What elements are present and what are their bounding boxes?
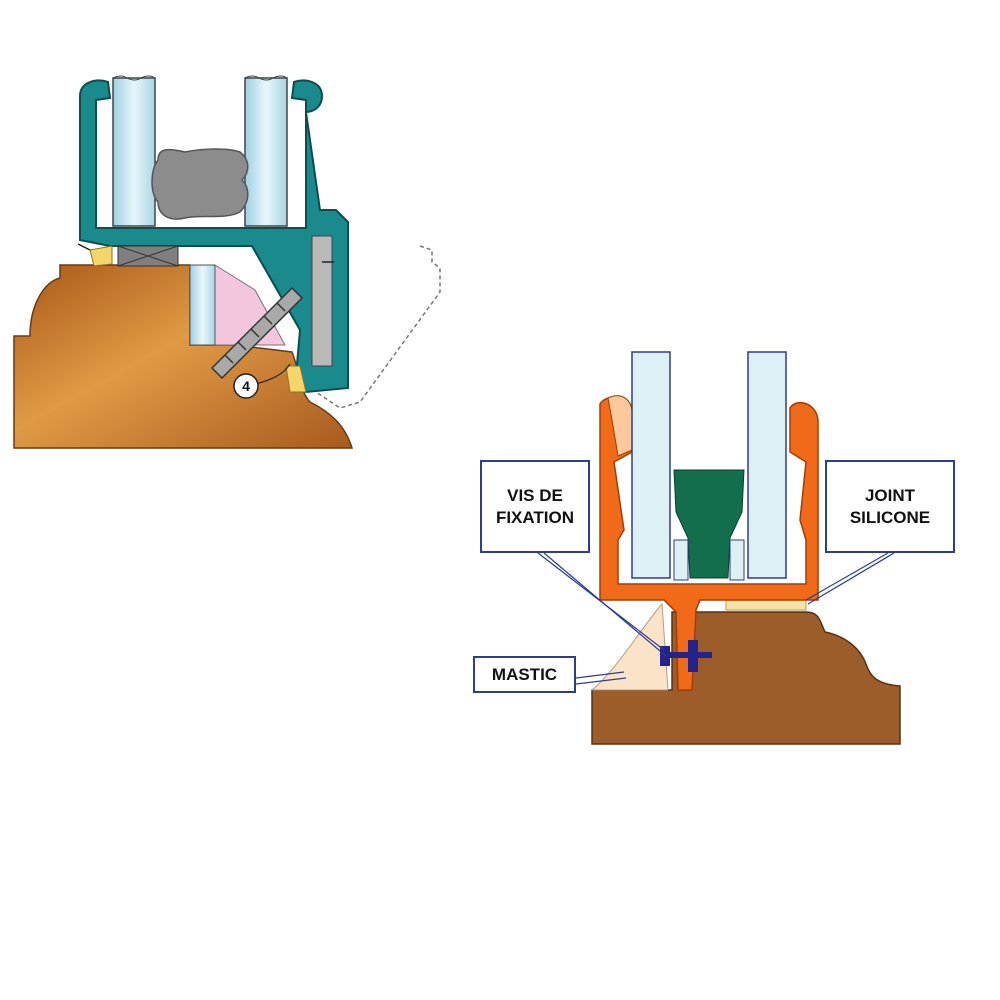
left-marker-circle — [233, 373, 259, 399]
left-small-glass — [189, 264, 216, 346]
callout-vis-de-fixation: VIS DE FIXATION — [480, 460, 590, 553]
left-glass-pane-outer — [112, 77, 156, 227]
left-glass-pane-inner — [244, 77, 288, 227]
left-teal-profile — [79, 79, 349, 394]
left-fixing-screw — [210, 286, 304, 380]
left-marker-label: 4 — [242, 378, 250, 394]
right-mastic — [590, 602, 669, 691]
right-green-spacer — [673, 469, 745, 579]
left-sealant-bottom — [285, 365, 307, 393]
right-glass-pane-inner — [747, 351, 787, 579]
right-fixing-screw — [660, 640, 712, 672]
right-glass-pane-outer — [631, 351, 671, 579]
left-dashed-outline — [315, 245, 441, 409]
right-spacer-base-left — [673, 539, 689, 581]
callout-joint-silicone: JOINT SILICONE — [825, 460, 955, 553]
right-wood-frame — [591, 611, 901, 745]
left-inner-plate — [311, 235, 333, 367]
callout-mastic: MASTIC — [473, 656, 576, 693]
left-sealant — [89, 245, 113, 267]
right-spacer-base-right — [729, 539, 745, 581]
left-grey-spacer — [151, 148, 249, 220]
callout-leaders — [537, 552, 895, 685]
